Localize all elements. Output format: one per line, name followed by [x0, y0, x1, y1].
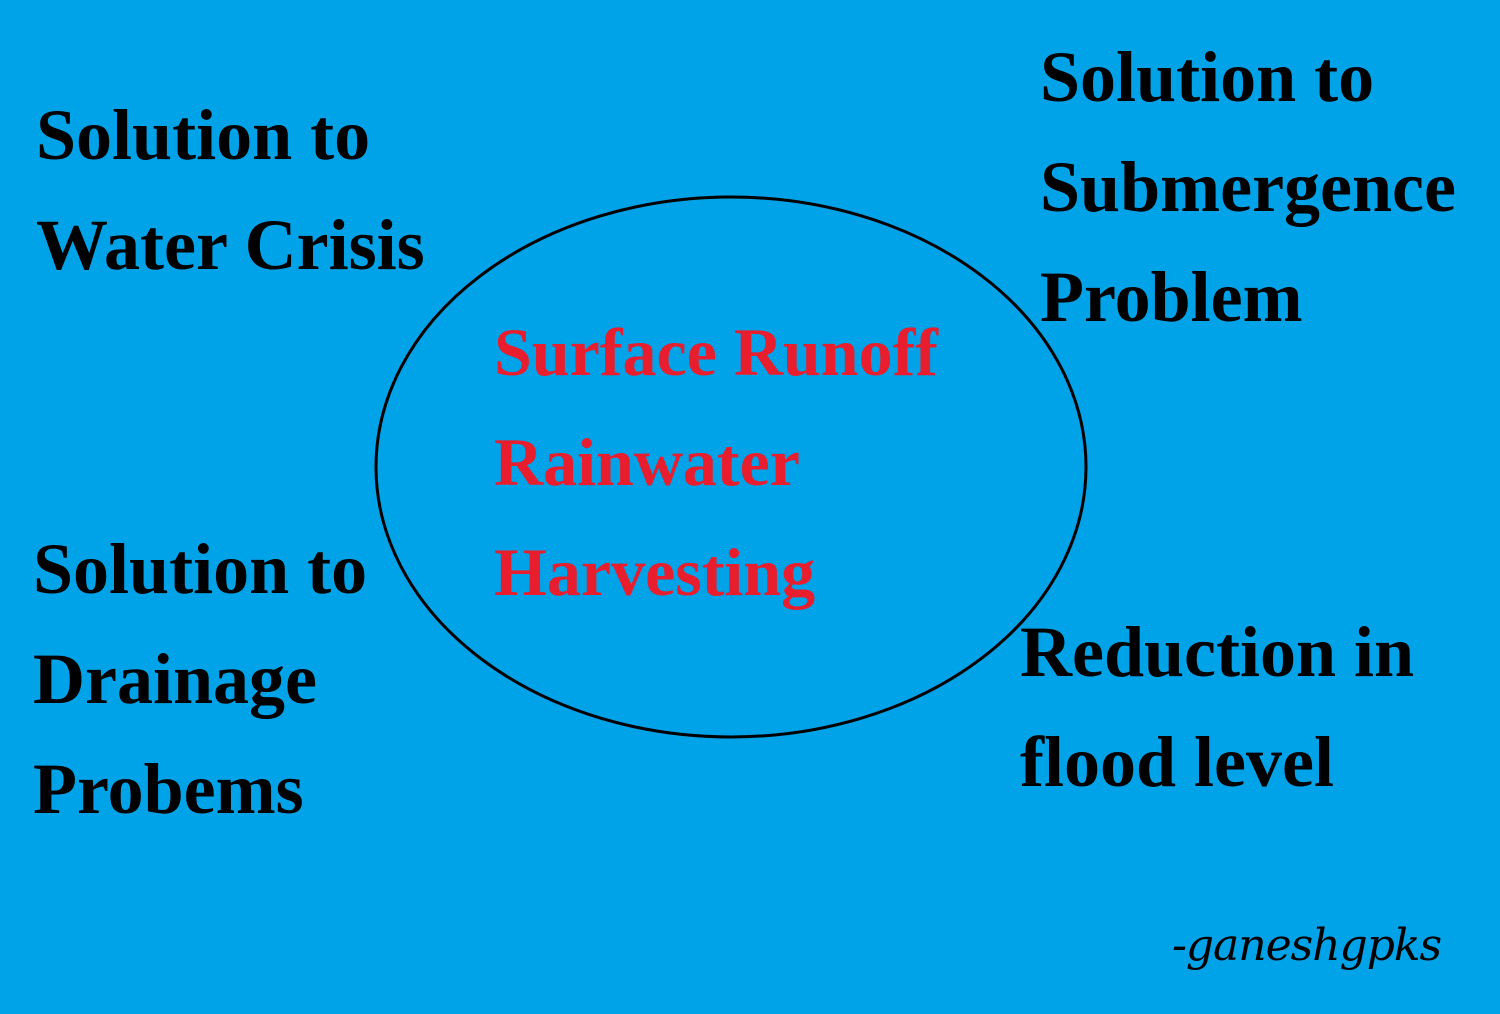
benefit-line: flood level: [1020, 722, 1334, 802]
benefit-line: Drainage: [33, 639, 317, 719]
benefit-flood-level: Reduction in flood level: [1020, 597, 1414, 817]
benefit-line: Water Crisis: [36, 205, 425, 285]
central-topic: Surface Runoff Rainwater Harvesting: [494, 297, 938, 627]
benefit-line: Submergence: [1040, 147, 1456, 227]
central-topic-line: Harvesting: [494, 534, 816, 610]
central-topic-line: Rainwater: [494, 424, 800, 500]
central-topic-line: Surface Runoff: [494, 314, 938, 390]
ellipse-outline: [374, 195, 1088, 739]
benefit-line: Solution to: [1040, 37, 1375, 117]
benefit-line: Problem: [1040, 257, 1303, 337]
benefit-line: Probems: [33, 749, 304, 829]
benefit-drainage: Solution to Drainage Probems: [33, 514, 367, 844]
author-signature: -ganeshgpks: [1172, 920, 1442, 971]
benefit-line: Solution to: [33, 529, 368, 609]
benefit-water-crisis: Solution to Water Crisis: [36, 80, 425, 300]
benefit-line: Solution to: [36, 95, 371, 175]
benefit-submergence: Solution to Submergence Problem: [1040, 22, 1456, 352]
benefit-line: Reduction in: [1020, 612, 1415, 692]
